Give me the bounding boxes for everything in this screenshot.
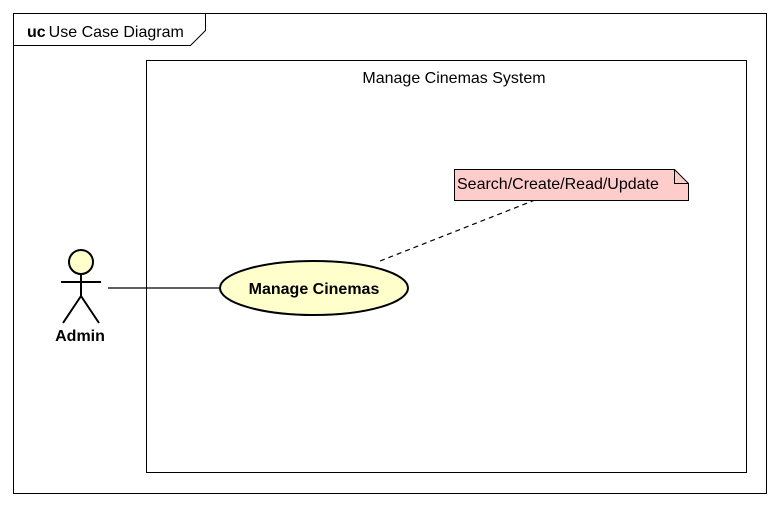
system-boundary: [146, 60, 747, 473]
frame-keyword: uc: [27, 24, 46, 41]
note-text: Search/Create/Read/Update: [457, 176, 659, 193]
note-body: [454, 169, 689, 201]
note-fold: [674, 169, 689, 184]
actor-head: [68, 249, 94, 275]
actor-admin: Admin: [55, 249, 105, 345]
system-name: Manage Cinemas System: [362, 70, 545, 87]
actor-right-leg: [80, 295, 100, 324]
use-case-name: Manage Cinemas: [249, 281, 380, 298]
use-case-manage-cinemas: Manage Cinemas: [219, 260, 409, 316]
note: Search/Create/Read/Update: [454, 169, 689, 201]
frame-title-text: Use Case Diagram: [49, 24, 184, 41]
actor-name: Admin: [55, 328, 105, 345]
frame-title-tab: [13, 13, 206, 46]
use-case-ellipse: [219, 260, 409, 316]
note-anchor-line: [379, 199, 536, 262]
actor-left-leg: [62, 295, 82, 324]
